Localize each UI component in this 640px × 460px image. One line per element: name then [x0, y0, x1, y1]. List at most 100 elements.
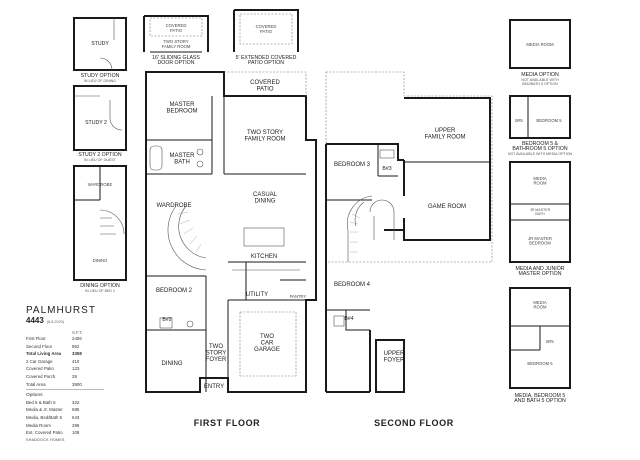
room-entry: ENTRY: [204, 384, 224, 390]
dining-option: WARDROBE DINING DINING OPTION IN LIEU OF…: [73, 165, 127, 293]
media-option-title: MEDIA OPTION: [521, 72, 559, 78]
table-row: Media, Bed/Bath 5 643: [26, 414, 118, 422]
table-row: Ext. Covered Patio 108: [26, 429, 118, 437]
second-floor-title: SECOND FLOOR: [374, 418, 454, 428]
row-value: 3900: [72, 381, 82, 387]
room-bedroom3: BEDROOM 3: [334, 162, 371, 168]
table-row: Media Room 298: [26, 422, 118, 430]
row-value: 108: [72, 430, 80, 436]
row-value: 685: [72, 407, 80, 413]
row-value: 410: [72, 358, 80, 364]
row-value: 29: [72, 373, 77, 379]
plan-name: PALMHURST: [26, 305, 96, 316]
bedroom5-option-sub: NOT AVAILABLE WITH MEDIA OPTION: [508, 152, 573, 156]
row-label: Ext. Covered Patio: [26, 430, 63, 436]
row-value: 322: [72, 399, 80, 405]
room-pantry: PANTRY: [290, 294, 307, 299]
bedroom5-option: B#5 BEDROOM 5 BEDROOM 5 &BATHROOM 5 OPTI…: [508, 95, 573, 156]
sqft-header: S.F.T.: [72, 330, 83, 335]
room-wardrobe: WARDROBE: [156, 203, 191, 209]
table-row: 2 Car Garage 410: [26, 358, 118, 366]
row-label: Total Living Area: [26, 351, 62, 357]
plan-number-value: 4443: [26, 316, 44, 325]
row-value: 298: [72, 422, 80, 428]
row-label: Covered Porch: [26, 373, 56, 379]
plan-info-panel: PALMHURST 4443(8.8.2020) S.F.T. First Fl…: [26, 306, 118, 442]
room-bedroom4: BEDROOM 4: [334, 282, 371, 288]
room-dining: DINING: [162, 361, 183, 367]
row-label: Total Area: [26, 381, 46, 387]
table-row: Covered Porch 29: [26, 373, 118, 381]
bedroom5-option-room2: B#5: [515, 118, 523, 123]
dining-option-title: DINING OPTION: [80, 283, 120, 289]
media-bed5-option-room2: BEDROOM 5: [527, 361, 553, 366]
row-label: Media, Bed/Bath 5: [26, 414, 63, 420]
media-bed5-option-room3: B#5: [546, 339, 554, 344]
row-label: Media & Jr. Master: [26, 407, 63, 413]
room-bedroom2: BEDROOM 2: [156, 288, 193, 294]
row-value: 2406: [72, 336, 82, 341]
table-row: Media & Jr. Master 685: [26, 406, 118, 414]
study2-option: STUDY 2 STUDY 2 OPTION IN LIEU OF GUEST: [73, 85, 127, 162]
study2-option-sub: IN LIEU OF GUEST: [84, 158, 117, 162]
study-option-room: STUDY: [91, 41, 109, 47]
table-row: Total Living Area 3358: [26, 350, 118, 358]
table-row: Total Area 3900: [26, 381, 118, 389]
row-value: 952: [72, 343, 80, 349]
study-option-sub: IN LIEU OF DINING: [84, 79, 116, 83]
row-label: Media Room: [26, 422, 51, 428]
plan-number: 4443(8.8.2020): [26, 316, 118, 327]
room-bath4: B#4: [344, 316, 353, 322]
brand-logo: SHADDOCK HOMES: [26, 437, 65, 442]
dining-option-room: DINING: [93, 258, 108, 263]
bedroom5-option-title: BEDROOM 5 &BATHROOM 5 OPTION: [512, 141, 567, 152]
study-option-title: STUDY OPTION: [81, 73, 120, 79]
row-label: First Floor: [26, 336, 46, 341]
options-title: Options: [26, 392, 43, 398]
room-bath3: B#3: [382, 166, 391, 172]
room-kitchen: KITCHEN: [251, 254, 277, 260]
row-value: 643: [72, 414, 80, 420]
room-bath2: B#2: [162, 317, 171, 323]
room-game-room: GAME ROOM: [428, 204, 466, 210]
row-label: 2 Car Garage: [26, 358, 53, 364]
first-floor-title: FIRST FLOOR: [194, 418, 261, 428]
plan-number-note: (8.8.2020): [46, 320, 65, 324]
bedroom5-option-room: BEDROOM 5: [536, 118, 562, 123]
study-option: STUDY STUDY OPTION IN LIEU OF DINING: [73, 17, 127, 83]
dining-option-sub: IN LIEU OF BED 2: [85, 289, 115, 293]
row-value: 3358: [72, 351, 82, 357]
media-option-room: MEDIA ROOM: [526, 42, 554, 47]
